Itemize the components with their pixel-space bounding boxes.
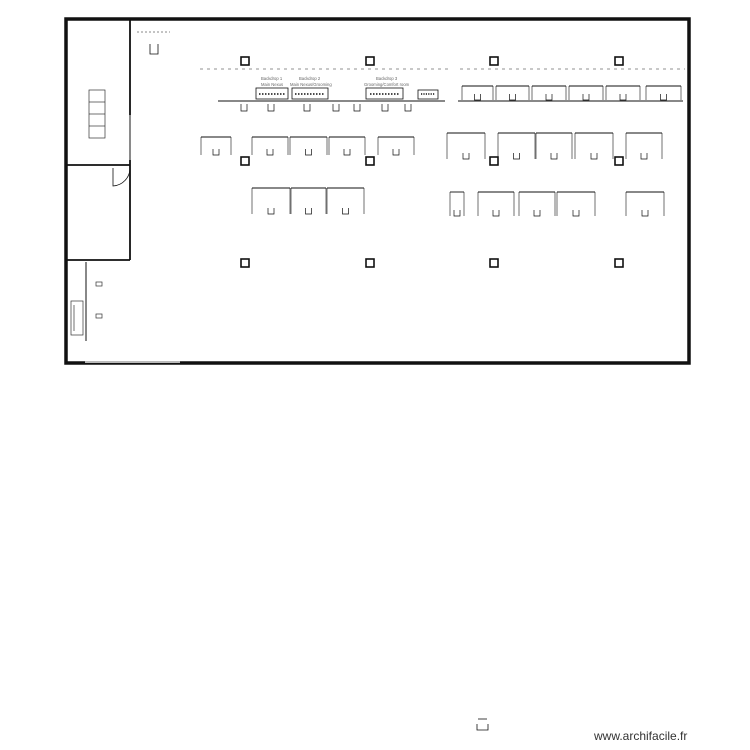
backdrop-2-subtitle: Main Nexus/Grooming [290,82,332,87]
watermark: www.archifacile.fr [594,729,688,743]
booth [446,132,486,160]
desk-furniture [70,281,103,336]
column [489,258,499,268]
booth [477,191,515,217]
fixture [332,104,340,112]
fixture [240,104,248,112]
fixture [353,104,361,112]
column [365,156,375,166]
door-swing [112,167,131,187]
column [240,56,250,66]
legend-symbol [137,31,170,55]
column [240,258,250,268]
booth [556,191,596,217]
outer-wall [64,17,691,365]
structural-columns [240,56,624,268]
booth [449,191,465,217]
column [489,156,499,166]
booth [251,187,291,215]
backdrop-3-title: Backdrop 3 [376,76,398,81]
booth [289,136,328,156]
backdrop-zone-2: Backdrop 2 Main Nexus/Grooming [290,76,332,100]
backdrop-3-subtitle: Grooming/Comfort room [364,82,410,87]
column [365,258,375,268]
fixture [267,104,275,112]
booth-modules [200,85,682,217]
booth [251,136,289,156]
booth [495,85,530,101]
backdrop-zone-3: Backdrop 3 Grooming/Comfort room [364,76,410,100]
backdrop-2-title: Backdrop 2 [299,76,321,81]
backdrop-zone-1: Backdrop 1 Main Nexus [255,76,289,100]
booth [625,191,665,217]
booth [625,132,663,160]
backdrop-1-subtitle: Main Nexus [261,82,283,87]
booth [326,187,365,215]
shelving-unit [88,89,106,139]
column [614,56,624,66]
booth [497,132,536,160]
booth [535,132,573,160]
fixture [404,104,412,112]
bottom-fixture [476,718,489,731]
column [614,156,624,166]
column [614,258,624,268]
backdrop-1-title: Backdrop 1 [261,76,283,81]
booth [518,191,556,217]
side-counter [417,89,439,100]
fixture [381,104,389,112]
column [240,156,250,166]
booth [531,85,567,101]
booth [605,85,641,101]
fixture [303,104,311,112]
column [489,56,499,66]
booth [200,136,232,156]
booth [290,187,327,215]
booth [568,85,604,101]
booth [645,85,682,101]
booth [377,136,415,156]
booth [461,85,494,101]
booth [574,132,614,160]
booth [328,136,366,156]
column [365,56,375,66]
